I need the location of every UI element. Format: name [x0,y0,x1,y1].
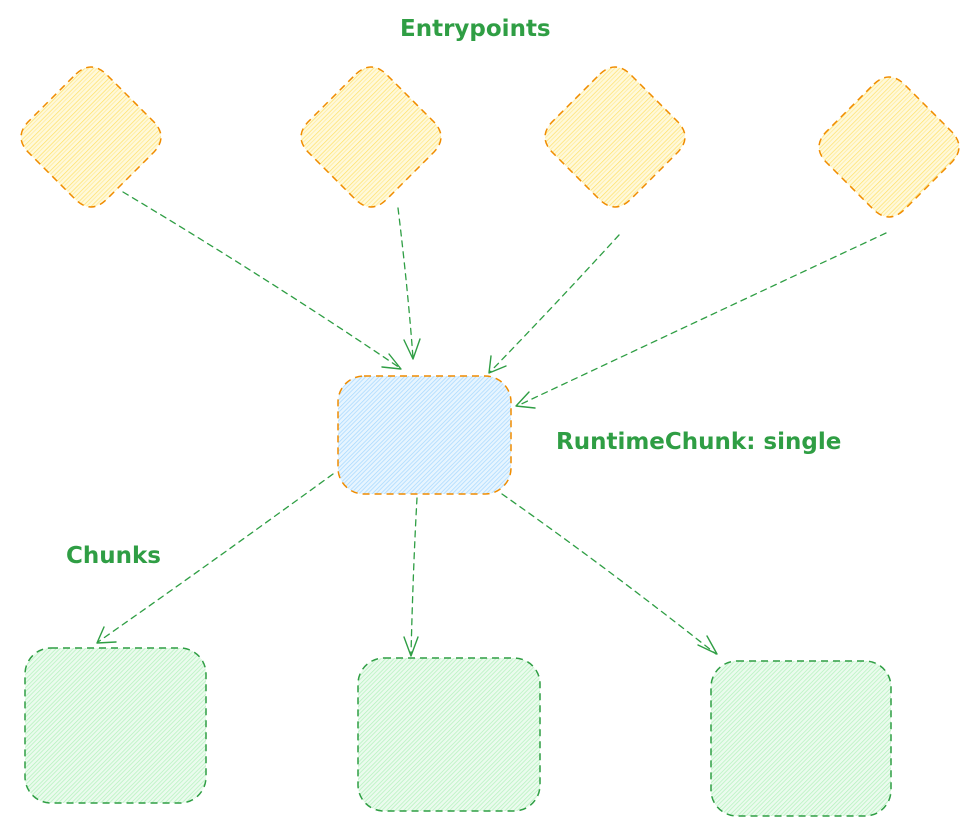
chunk-1 [24,647,207,804]
arrowhead-entrypoint-3 [488,355,507,374]
arrow-runtime-to-chunk-1 [97,473,334,643]
arrow-entrypoint-3-to-runtime [489,234,620,373]
chunks-label: Chunks [66,543,161,569]
entrypoint-2 [300,66,442,208]
entrypoint-4 [818,76,960,218]
chunk-2 [357,657,541,812]
entrypoint-3 [544,66,686,208]
arrowhead-entrypoint-4 [515,391,536,409]
arrowhead-entrypoint-2 [403,338,421,360]
entrypoints-label: Entrypoints [400,16,551,42]
arrow-entrypoint-1-to-runtime [122,191,401,369]
runtime-chunk-label: RuntimeChunk: single [556,429,841,455]
arrowhead-chunk-1 [96,626,117,644]
arrowhead-entrypoint-1 [381,353,402,370]
arrowhead-chunk-2 [403,636,419,657]
chunk-3 [710,660,892,817]
arrow-entrypoint-4-to-runtime [516,232,887,407]
arrow-entrypoint-2-to-runtime [397,207,414,359]
arrow-runtime-to-chunk-2 [410,497,418,656]
arrow-runtime-to-chunk-3 [501,493,717,655]
arrowhead-chunk-3 [697,635,718,655]
runtime-chunk [337,375,512,495]
entrypoint-1 [20,66,162,208]
